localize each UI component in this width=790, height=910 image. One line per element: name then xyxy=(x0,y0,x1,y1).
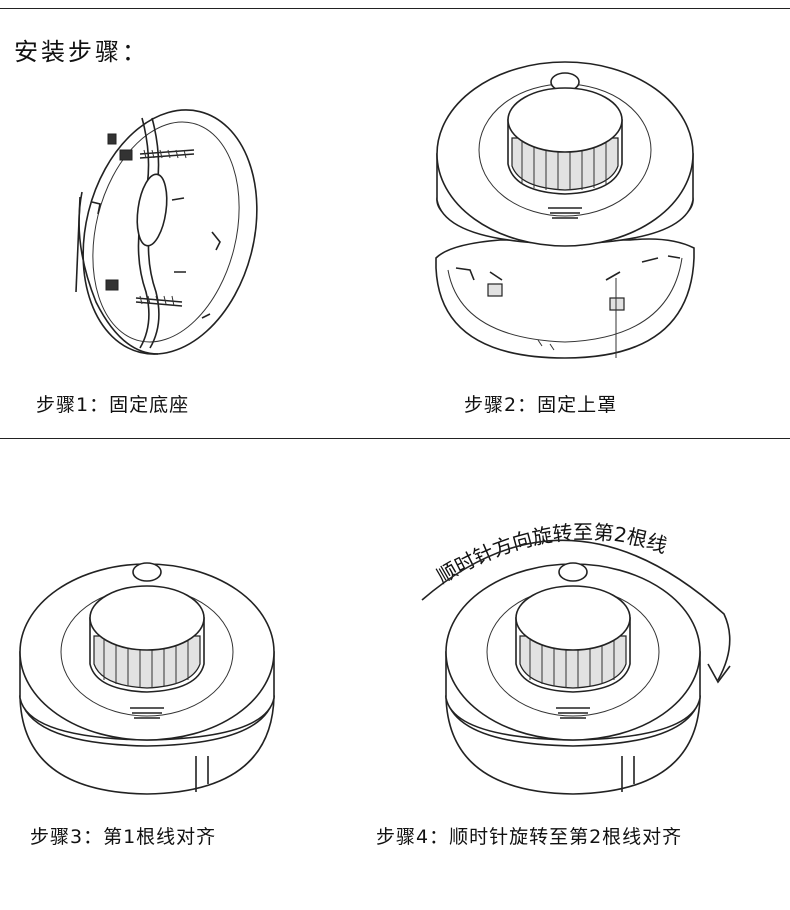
step4-caption: 步骤4：顺时针旋转至第2根线对齐 xyxy=(376,826,683,848)
step2-caption: 步骤2：固定上罩 xyxy=(464,394,618,416)
middle-divider xyxy=(0,438,790,439)
base-mount-icon xyxy=(75,109,258,355)
rotation-hint: 顺时针方向旋转至第2根线 xyxy=(432,520,670,588)
detector-rotate-icon xyxy=(445,562,701,795)
clockwise-arrow-icon: 顺时针方向旋转至第2根线 xyxy=(421,520,731,684)
step3-caption: 步骤3：第1根线对齐 xyxy=(30,826,217,848)
top-divider xyxy=(0,8,790,9)
step1-caption: 步骤1：固定底座 xyxy=(36,394,190,416)
page-title: 安装步骤： xyxy=(14,38,149,66)
cover-attach-icon xyxy=(435,61,695,359)
detector-align-icon xyxy=(19,562,275,795)
